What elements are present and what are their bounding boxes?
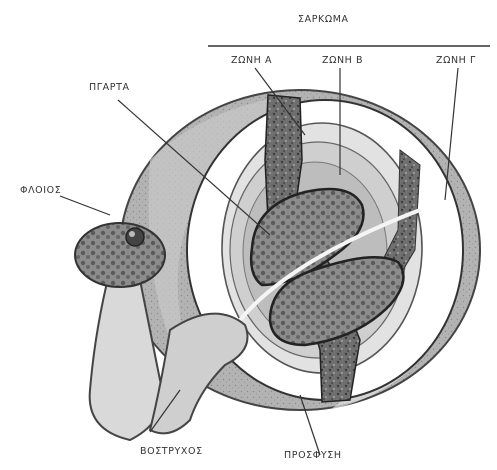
skin-label: ΦΛΟΙΟΣ <box>20 186 61 196</box>
pith-label: ΠΓΑΡΤΑ <box>89 83 130 93</box>
zone-a-label: ΖΩΝΗ Α <box>231 56 272 66</box>
zone-b-label: ΖΩΝΗ Β <box>322 56 363 66</box>
stem-label: ΒΟΣΤΡΥΧΟΣ <box>140 447 203 457</box>
title-label-sarcoma: ΣΑΡΚΩΜΑ <box>298 15 349 25</box>
zone-c-label: ΖΩΝΗ Γ <box>436 56 476 66</box>
attachment-label: ΠΡΟΣΦΥΣΗ <box>284 451 342 461</box>
